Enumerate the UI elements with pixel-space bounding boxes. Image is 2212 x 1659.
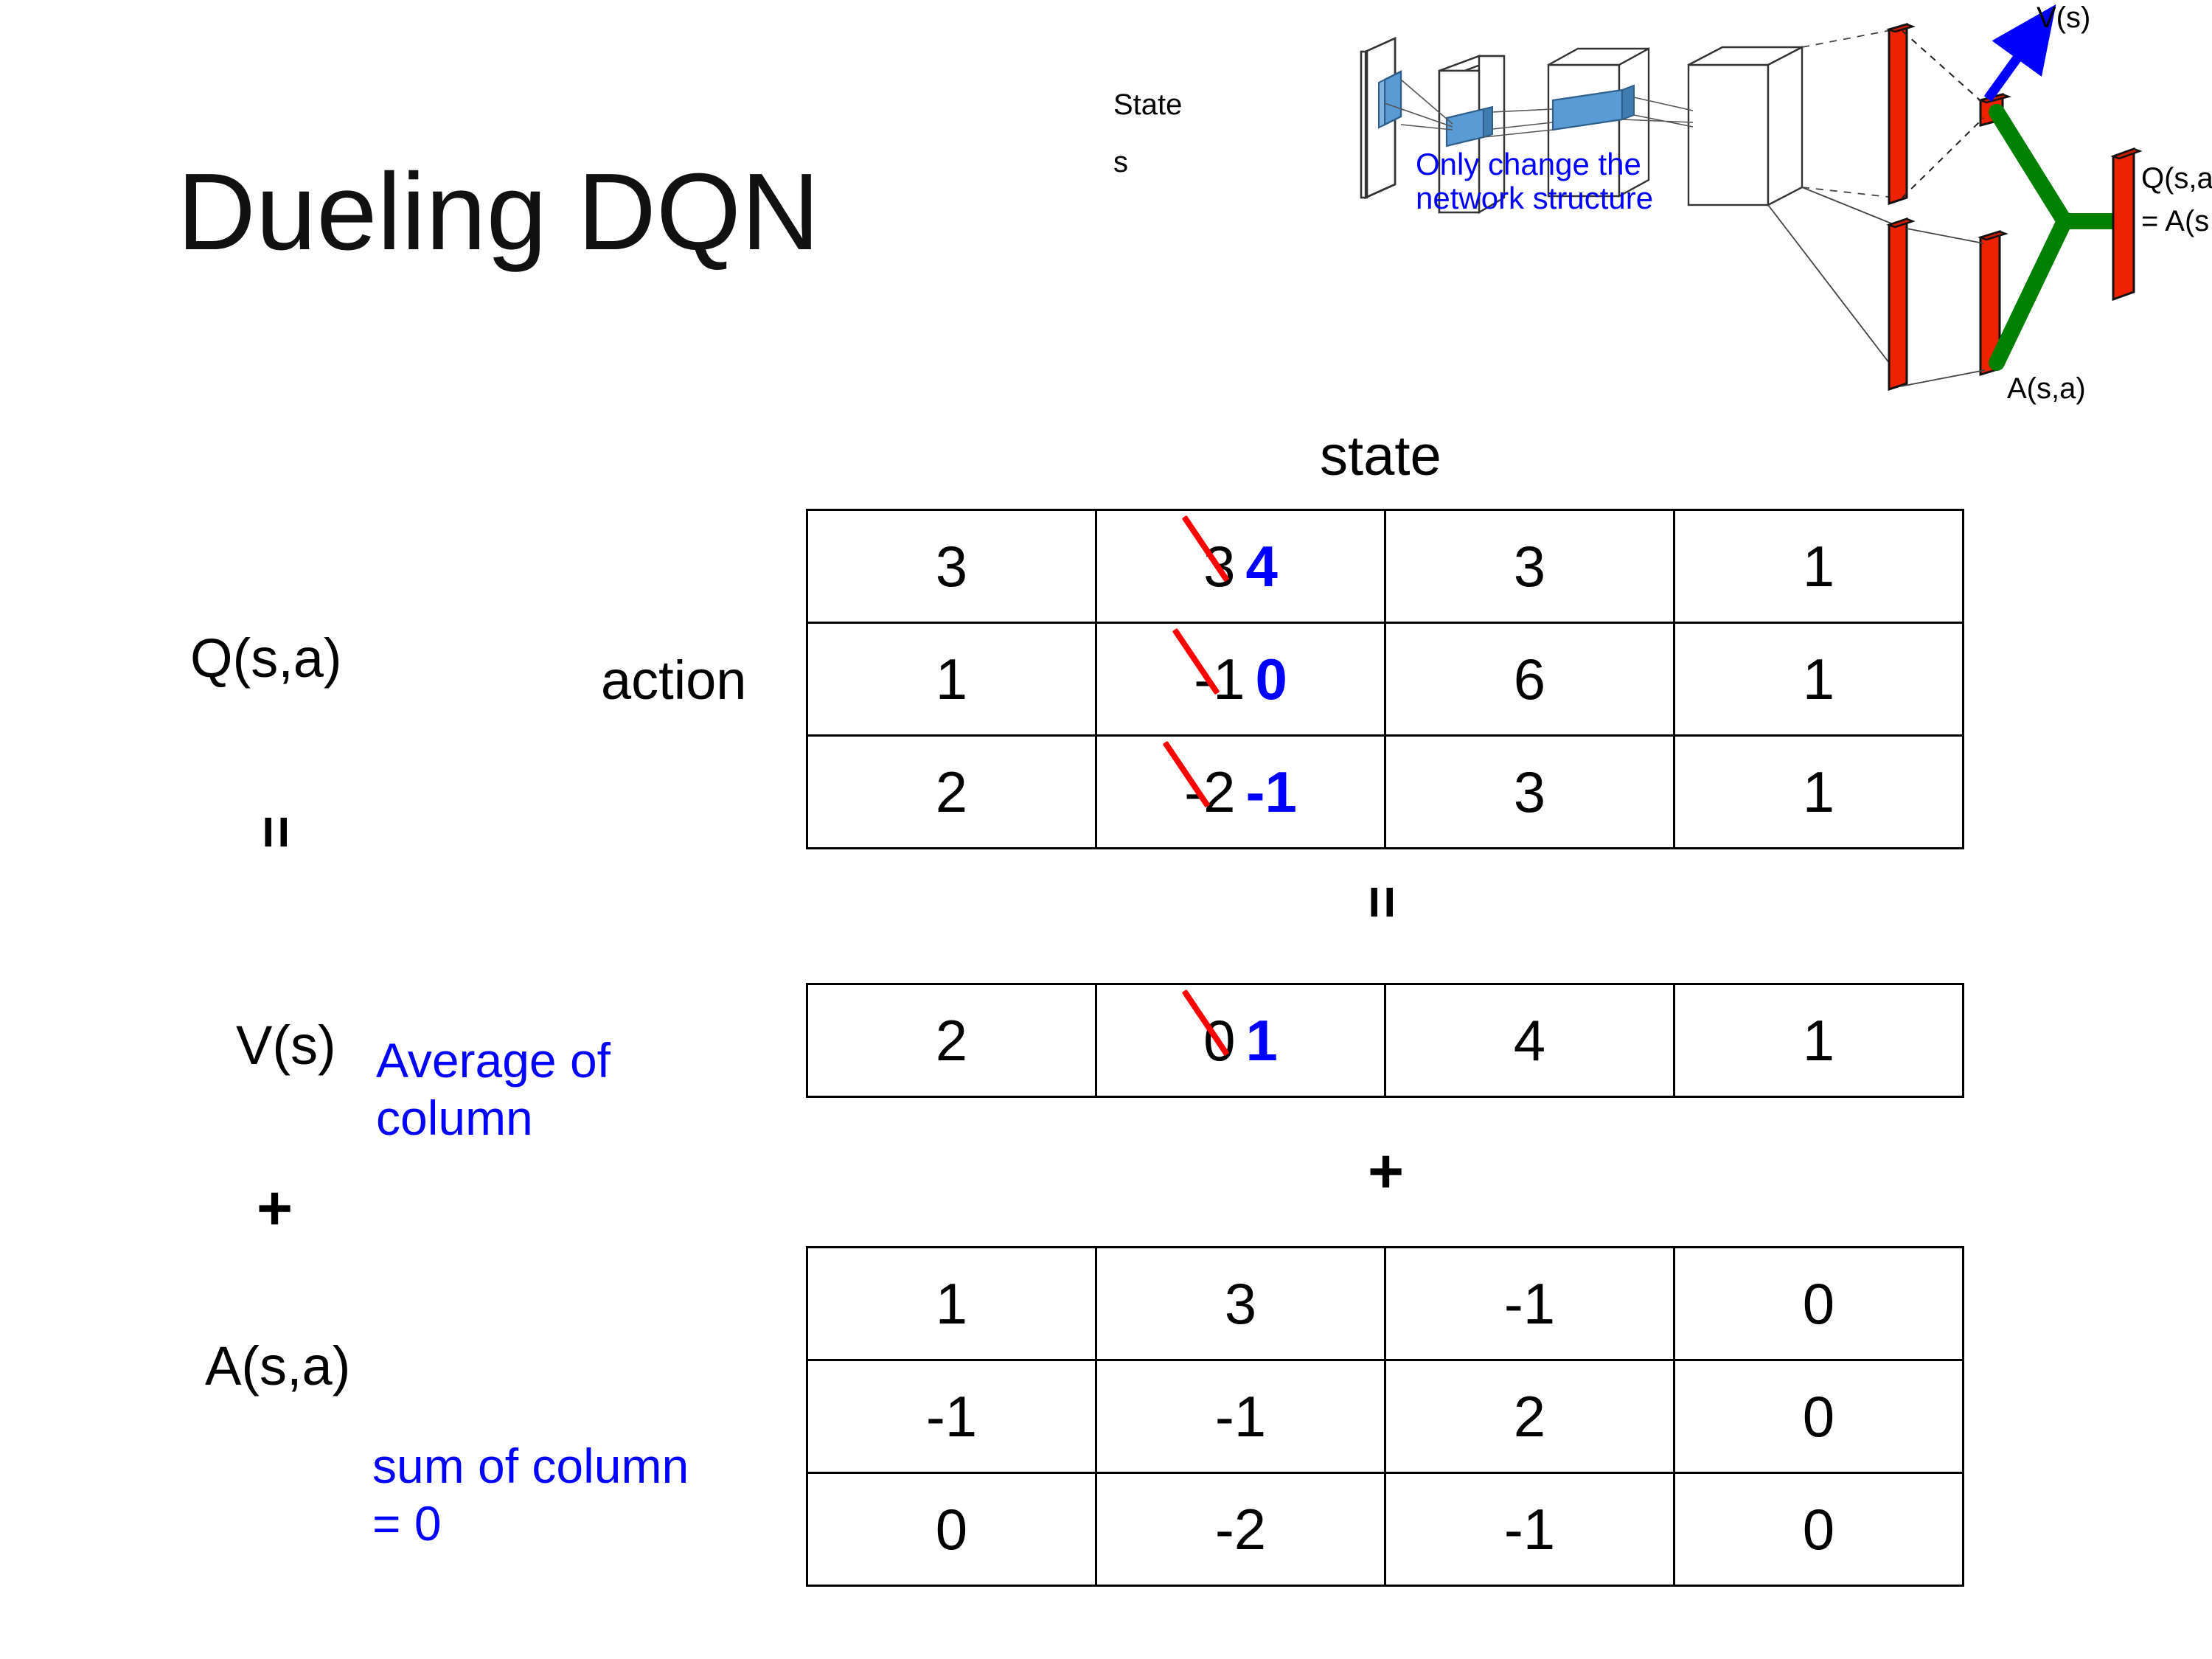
label-q-function: Q(s,a) bbox=[190, 627, 342, 689]
cell-a-2-1[interactable]: -2 bbox=[1095, 1472, 1386, 1587]
cell-v-0-2[interactable]: 4 bbox=[1384, 983, 1675, 1098]
conv-layer-2-icon bbox=[1547, 46, 1650, 198]
table-row: -1 -1 2 0 bbox=[806, 1359, 1964, 1474]
q-output-bar-icon bbox=[2110, 147, 2143, 302]
new-value: 1 bbox=[1245, 1007, 1278, 1073]
axis-label-state: state bbox=[1320, 425, 1441, 487]
diagram-note-line2: network structure bbox=[1416, 181, 1654, 216]
value-stream-bar-icon bbox=[1886, 23, 1916, 206]
cell-q-0-2[interactable]: 3 bbox=[1384, 509, 1675, 624]
diagram-q-output-label: Q(s,a) = A(s,a)+V(s) bbox=[2141, 162, 2212, 237]
cell-a-1-0[interactable]: -1 bbox=[806, 1359, 1097, 1474]
diagram-a-output-label: A(s,a) bbox=[2007, 372, 2086, 405]
cell-v-0-0[interactable]: 2 bbox=[806, 983, 1097, 1098]
cell-a-0-3[interactable]: 0 bbox=[1673, 1246, 1964, 1361]
operator-equals-left: = bbox=[244, 796, 309, 863]
state-label-line2: s bbox=[1113, 146, 1128, 178]
note-average-of-column: Average of column bbox=[376, 1033, 611, 1145]
operator-plus-left: + bbox=[257, 1173, 293, 1242]
cell-q-1-3[interactable]: 1 bbox=[1673, 622, 1964, 737]
edited-cell: -1 0 bbox=[1194, 646, 1287, 713]
cell-a-2-2[interactable]: -1 bbox=[1384, 1472, 1675, 1587]
advantage-stream-bar-icon bbox=[1886, 217, 1916, 392]
old-value: 0 bbox=[1203, 1007, 1236, 1073]
diagram-note-line1: Only change the bbox=[1416, 147, 1641, 181]
cell-q-1-0[interactable]: 1 bbox=[806, 622, 1097, 737]
cell-q-1-2[interactable]: 6 bbox=[1384, 622, 1675, 737]
cell-a-0-0[interactable]: 1 bbox=[806, 1246, 1097, 1361]
diagram-state-label: State s bbox=[1113, 88, 1182, 178]
cell-a-1-1[interactable]: -1 bbox=[1095, 1359, 1386, 1474]
cell-a-0-2[interactable]: -1 bbox=[1384, 1246, 1675, 1361]
cell-v-0-3[interactable]: 1 bbox=[1673, 983, 1964, 1098]
diagram-note: Only change the network structure bbox=[1416, 147, 1725, 215]
label-a-function: A(s,a) bbox=[205, 1335, 351, 1397]
table-row: 1 -1 0 6 1 bbox=[806, 622, 1964, 737]
conv-patch-1-icon bbox=[1445, 105, 1493, 147]
cell-q-0-1[interactable]: 3 4 bbox=[1095, 509, 1386, 624]
diagram-q-output-line2: = A(s,a)+V(s) bbox=[2141, 205, 2212, 237]
label-v-function: V(s) bbox=[236, 1015, 336, 1076]
cell-a-2-0[interactable]: 0 bbox=[806, 1472, 1097, 1587]
note-sum-of-column: sum of column = 0 bbox=[372, 1439, 689, 1551]
table-row: 1 3 -1 0 bbox=[806, 1246, 1964, 1361]
input-patch-icon bbox=[1378, 70, 1402, 129]
table-row: 0 -2 -1 0 bbox=[806, 1472, 1964, 1587]
page-title: Dueling DQN bbox=[177, 151, 820, 273]
cell-a-0-1[interactable]: 3 bbox=[1095, 1246, 1386, 1361]
equals-glyph: = bbox=[1350, 885, 1416, 915]
conv-layer-3-icon bbox=[1687, 46, 1804, 206]
table-v-values: 2 0 1 4 1 bbox=[806, 983, 1964, 1098]
axis-label-action: action bbox=[601, 650, 747, 711]
cell-v-0-1[interactable]: 0 1 bbox=[1095, 983, 1386, 1098]
new-value: 4 bbox=[1245, 533, 1278, 599]
diagram-v-output-label: V(s) bbox=[2037, 1, 2091, 34]
cell-q-0-3[interactable]: 1 bbox=[1673, 509, 1964, 624]
diagram-q-output-line1: Q(s,a) bbox=[2141, 162, 2212, 195]
new-value: -1 bbox=[1245, 759, 1297, 824]
table-row: 2 0 1 4 1 bbox=[806, 983, 1964, 1098]
old-value: -2 bbox=[1184, 759, 1236, 824]
cell-a-1-2[interactable]: 2 bbox=[1384, 1359, 1675, 1474]
cell-q-2-2[interactable]: 3 bbox=[1384, 734, 1675, 849]
state-label-line1: State bbox=[1113, 88, 1183, 121]
cell-q-2-0[interactable]: 2 bbox=[806, 734, 1097, 849]
operator-equals-middle: = bbox=[1350, 866, 1415, 933]
cell-q-1-1[interactable]: -1 0 bbox=[1095, 622, 1386, 737]
cell-a-1-3[interactable]: 0 bbox=[1673, 1359, 1964, 1474]
table-row: 2 -2 -1 3 1 bbox=[806, 734, 1964, 849]
cell-q-2-1[interactable]: -2 -1 bbox=[1095, 734, 1386, 849]
equals-glyph: = bbox=[244, 815, 310, 845]
merge-green-icon bbox=[1989, 104, 2121, 371]
edited-cell: 3 4 bbox=[1203, 533, 1278, 600]
old-value: -1 bbox=[1194, 646, 1245, 712]
cell-q-0-0[interactable]: 3 bbox=[806, 509, 1097, 624]
new-value: 0 bbox=[1255, 646, 1287, 712]
old-value: 3 bbox=[1203, 533, 1236, 599]
dueling-network-diagram: State s Only change the network structur… bbox=[1106, 0, 2212, 413]
cell-a-2-3[interactable]: 0 bbox=[1673, 1472, 1964, 1587]
edited-cell: 0 1 bbox=[1203, 1007, 1278, 1074]
v-output-arrow-icon bbox=[1983, 4, 2056, 102]
cell-q-2-3[interactable]: 1 bbox=[1673, 734, 1964, 849]
operator-plus-middle: + bbox=[1368, 1136, 1405, 1206]
network-svg bbox=[1360, 4, 2143, 392]
edited-cell: -2 -1 bbox=[1184, 759, 1297, 826]
table-q-values: 3 3 4 3 1 1 -1 0 6 1 2 -2 -1 3 1 bbox=[806, 509, 1964, 849]
table-row: 3 3 4 3 1 bbox=[806, 509, 1964, 624]
table-a-values: 1 3 -1 0 -1 -1 2 0 0 -2 -1 0 bbox=[806, 1246, 1964, 1587]
